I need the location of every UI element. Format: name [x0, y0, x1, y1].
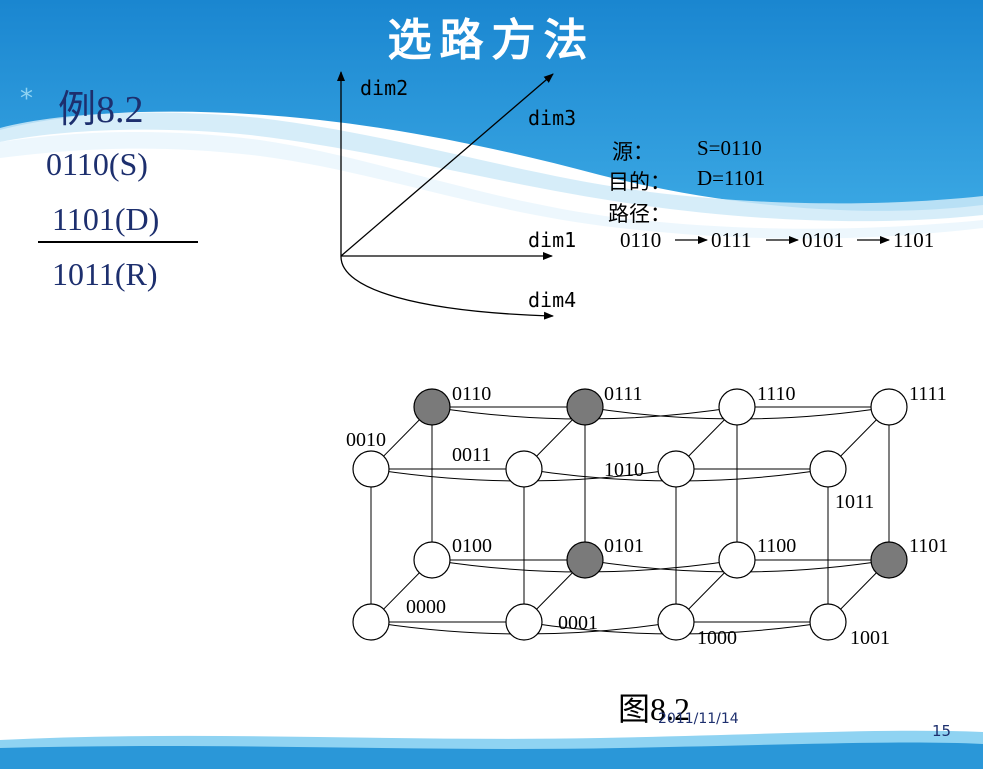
dim4-axis	[340, 255, 554, 320]
node-0011	[505, 450, 543, 488]
node-0000	[352, 603, 390, 641]
node-0110	[413, 388, 451, 426]
hypercube-nodes	[352, 388, 908, 641]
dim4-label: dim4	[528, 288, 576, 312]
node-label-1101: 1101	[909, 535, 948, 557]
node-label-0010: 0010	[346, 429, 386, 451]
node-1101	[870, 541, 908, 579]
path-step-1: 0110	[620, 228, 661, 252]
dim3-axis	[340, 73, 554, 257]
node-1000	[657, 603, 695, 641]
node-1111	[870, 388, 908, 426]
bullet-icon: *	[20, 84, 33, 114]
xor-divider	[38, 241, 198, 243]
node-0001	[505, 603, 543, 641]
hypercube-edges	[370, 406, 890, 635]
example-heading: 例8.2	[58, 89, 144, 131]
node-0100	[413, 541, 451, 579]
source-value: S=0110	[697, 136, 762, 160]
node-label-0111: 0111	[604, 383, 643, 405]
node-label-1010: 1010	[604, 459, 644, 481]
path-label: 路径：	[608, 202, 671, 226]
page-number: 15	[932, 722, 952, 740]
dim1-label: dim1	[528, 228, 576, 252]
result-binary: 1011(R)	[52, 256, 158, 292]
node-label-1001: 1001	[850, 627, 890, 649]
node-1100	[718, 541, 756, 579]
node-label-1100: 1100	[757, 535, 796, 557]
node-label-0110: 0110	[452, 383, 491, 405]
node-label-0101: 0101	[604, 535, 644, 557]
node-label-1000: 1000	[697, 627, 737, 649]
dest-label: 目的：	[608, 170, 671, 194]
slide-date: 2011/11/14	[658, 711, 739, 727]
node-1010	[657, 450, 695, 488]
hypercube-labels: 0110 0111 1110 1111 0010 0011 1010 1011 0100 0101…	[346, 383, 948, 649]
node-0010	[352, 450, 390, 488]
source-label: 源：	[612, 140, 654, 164]
dim3-label: dim3	[528, 106, 576, 130]
node-label-1111: 1111	[909, 383, 947, 405]
source-binary: 0110(S)	[46, 146, 148, 182]
node-label-0001: 0001	[558, 612, 598, 634]
dim2-label: dim2	[360, 76, 408, 100]
node-label-1011: 1011	[835, 491, 874, 513]
node-1011	[809, 450, 847, 488]
path-step-4: 1101	[893, 228, 934, 252]
node-0111	[566, 388, 604, 426]
dest-value: D=1101	[697, 166, 766, 190]
path-step-2: 0111	[711, 228, 751, 252]
node-0101	[566, 541, 604, 579]
node-label-0011: 0011	[452, 444, 491, 466]
node-label-1110: 1110	[757, 383, 796, 405]
slide-title: 选路方法	[387, 15, 596, 66]
figure-caption: 图8.2	[618, 691, 691, 727]
node-label-0100: 0100	[452, 535, 492, 557]
dest-binary: 1101(D)	[52, 201, 160, 237]
node-1001	[809, 603, 847, 641]
node-label-0000: 0000	[406, 596, 446, 618]
path-step-3: 0101	[802, 228, 844, 252]
node-1110	[718, 388, 756, 426]
